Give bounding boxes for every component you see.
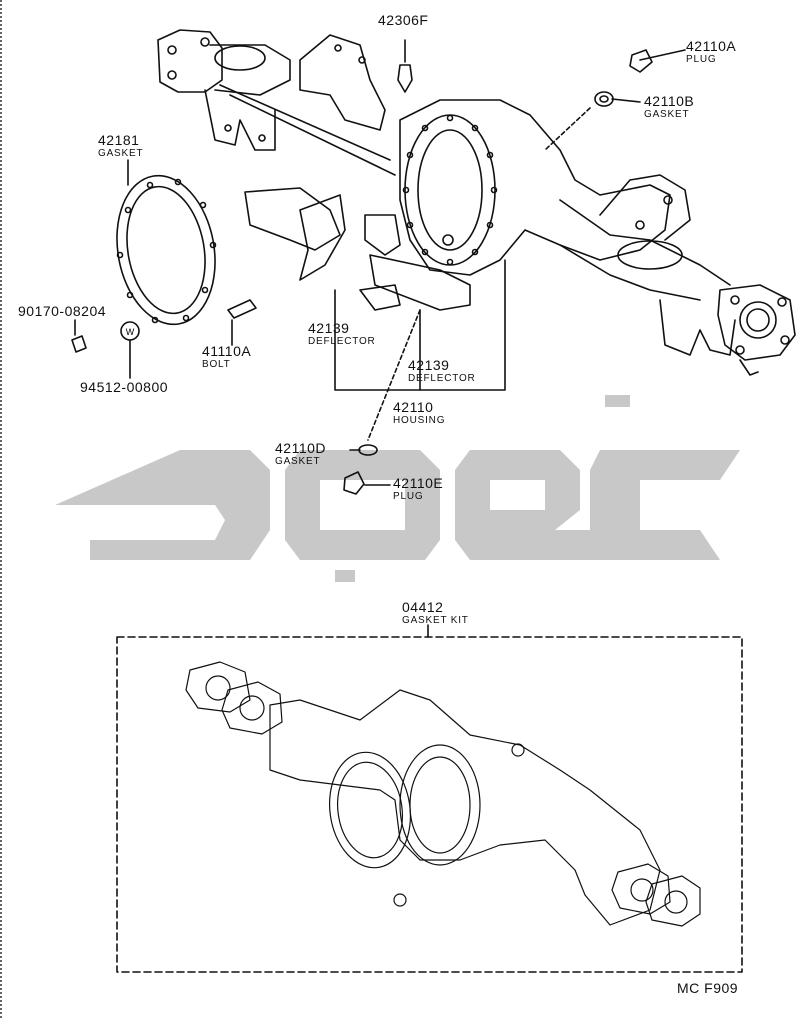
watermark-logo <box>55 395 740 582</box>
part-number: 42110B <box>644 93 695 109</box>
callout-41110A: 41110A BOLT <box>202 344 251 370</box>
left-parts <box>71 174 257 353</box>
left-edge-perforation <box>0 0 5 1018</box>
part-number: 41110A <box>202 343 252 359</box>
part-name: PLUG <box>393 491 424 502</box>
gasket-kit-drawing <box>185 661 701 927</box>
callout-42110D: 42110D GASKET <box>275 441 326 467</box>
callout-42181: 42181 GASKET <box>98 133 143 159</box>
part-number: 42139 <box>408 357 450 373</box>
part-name: HOUSING <box>393 415 446 426</box>
part-number: 94512-00800 <box>80 379 169 395</box>
part-number: 90170-08204 <box>18 303 107 319</box>
part-number: 42110E <box>393 475 444 491</box>
washer-mark: W <box>126 327 135 337</box>
callout-42110B: 42110B GASKET <box>644 94 694 120</box>
part-number: 42110D <box>275 440 327 456</box>
part-number: 42139 <box>308 320 350 336</box>
callout-42110: 42110 HOUSING <box>393 400 445 426</box>
callout-42110A: 42110A PLUG <box>686 39 736 65</box>
part-name: GASKET <box>644 109 690 120</box>
part-name: GASKET KIT <box>402 615 469 626</box>
part-number: 42181 <box>98 132 140 148</box>
callout-42306F: 42306F <box>378 13 428 27</box>
part-name: BOLT <box>202 359 231 370</box>
part-name: GASKET <box>275 456 321 467</box>
callout-94512-00800: 94512-00800 <box>80 380 168 394</box>
part-number: 42110 <box>393 399 434 415</box>
part-number: 42306F <box>378 12 429 28</box>
callout-42139-right: 42139 DEFLECTOR <box>408 358 476 384</box>
part-name: DEFLECTOR <box>408 373 476 384</box>
part-name: DEFLECTOR <box>308 336 376 347</box>
callout-04412: 04412 GASKET KIT <box>402 600 469 626</box>
axle-housing <box>157 29 796 391</box>
callout-90170-08204: 90170-08204 <box>18 304 106 318</box>
part-name: GASKET <box>98 148 144 159</box>
part-number: 04412 <box>402 599 444 615</box>
figure-code: MC F909 <box>677 980 739 996</box>
callout-42139-left: 42139 DEFLECTOR <box>308 321 376 347</box>
callout-42110E: 42110E PLUG <box>393 476 443 502</box>
leader-lines <box>367 107 591 441</box>
part-number: 42110A <box>686 38 737 54</box>
gasket-kit-box <box>116 636 743 973</box>
part-name: PLUG <box>686 54 717 65</box>
